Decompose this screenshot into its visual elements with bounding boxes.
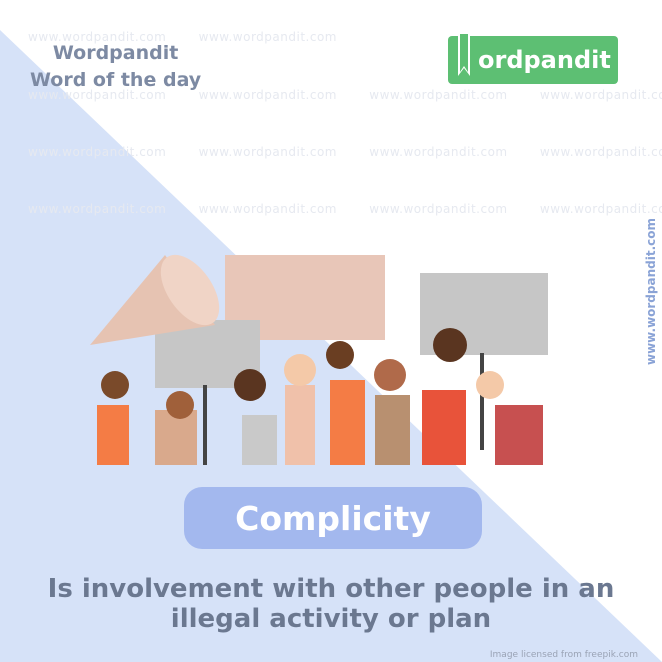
word-pill: Complicity xyxy=(184,487,482,549)
watermark-row: www.wordpandit.com www.wordpandit.com ww… xyxy=(28,88,662,102)
protest-illustration xyxy=(90,254,548,465)
bookmark-w-icon xyxy=(458,32,470,76)
watermark-row: www.wordpandit.com www.wordpandit.com ww… xyxy=(28,202,662,216)
wordpandit-logo: ordpandit xyxy=(448,32,618,84)
watermark-row: www.wordpandit.com www.wordpandit.com xyxy=(28,30,337,44)
brand-subtitle: Word of the day xyxy=(30,69,202,91)
license-note: Image licensed from freepik.com xyxy=(489,650,638,660)
definition: Is involvement with other people in an i… xyxy=(47,574,615,634)
side-watermark: www.wordpandit.com xyxy=(644,218,658,365)
brand-title: Wordpandit xyxy=(52,42,179,64)
logo-text: ordpandit xyxy=(478,46,611,74)
watermark-row: www.wordpandit.com www.wordpandit.com ww… xyxy=(28,145,662,159)
brand-block: Wordpandit Word of the day xyxy=(30,40,201,94)
